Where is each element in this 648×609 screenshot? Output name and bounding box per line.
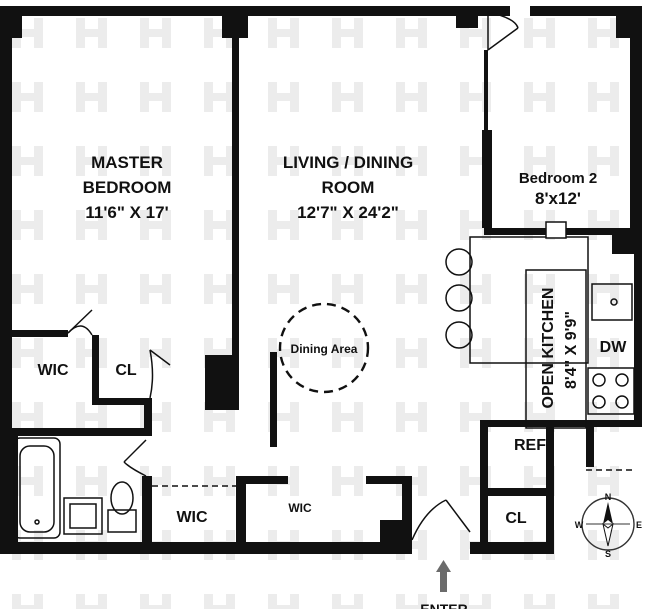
living-room-name-1: LIVING / DINING bbox=[283, 153, 413, 172]
master-bedroom-name-1: MASTER bbox=[91, 153, 163, 172]
entry-label: ENTER bbox=[420, 601, 467, 609]
bedroom2-name: Bedroom 2 bbox=[519, 170, 597, 187]
living-room-name-2: ROOM bbox=[322, 178, 375, 197]
walls bbox=[0, 6, 642, 554]
bedroom2-size: 8'x12' bbox=[535, 189, 581, 208]
master-bedroom-name-2: BEDROOM bbox=[83, 178, 172, 197]
compass-icon bbox=[581, 497, 635, 551]
wic-left-label: WIC bbox=[37, 362, 69, 379]
dishwasher-label: DW bbox=[600, 339, 628, 356]
kitchen-name: OPEN KITCHEN bbox=[540, 288, 557, 409]
living-room-size: 12'7" X 24'2" bbox=[297, 203, 399, 222]
cl-bottom-right-label: CL bbox=[505, 510, 527, 527]
dining-area-circle bbox=[278, 302, 370, 394]
compass-south: S bbox=[605, 549, 611, 559]
refrigerator-label: REF bbox=[514, 437, 546, 454]
compass-east: E bbox=[636, 520, 642, 530]
dining-area-label: Dining Area bbox=[291, 342, 358, 356]
kitchen-size: 8'4" X 9'9" bbox=[563, 311, 580, 389]
compass-west: W bbox=[575, 520, 584, 530]
wic-bottom-left-label: WIC bbox=[176, 509, 208, 526]
fixtures bbox=[13, 11, 635, 541]
entry-arrow-icon bbox=[436, 560, 451, 592]
cl-left-label: CL bbox=[115, 362, 137, 379]
wic-bottom-center-label: WIC bbox=[288, 501, 312, 515]
master-bedroom-size: 11'6" X 17' bbox=[85, 203, 168, 222]
compass-north: N bbox=[605, 492, 612, 502]
